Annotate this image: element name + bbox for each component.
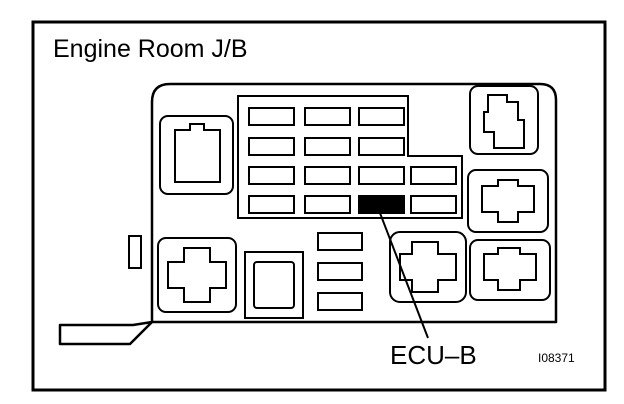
cross-relay-bottom-right [399, 241, 457, 293]
diagram-title: Engine Room J/B [53, 35, 248, 63]
junction-block-housing [58, 82, 558, 346]
fuse [248, 107, 295, 126]
relay-frame-bottom-right [389, 231, 467, 303]
fuse [248, 137, 295, 156]
relay-right-middle [481, 179, 535, 223]
relay-frame-right-lower [469, 239, 551, 301]
fuse [410, 195, 457, 214]
relay-top-right [483, 94, 525, 149]
fuse [248, 166, 295, 185]
callout-label-ecu-b: ECU–B [390, 340, 477, 370]
fuse [248, 195, 295, 214]
cross-relay-bottom-left [167, 247, 227, 303]
fuse-grid [248, 107, 457, 214]
mounting-tab [128, 235, 142, 269]
mini-fuse [317, 292, 363, 311]
fuse-section-outline [237, 95, 463, 219]
fuse [304, 137, 351, 156]
fuse [304, 195, 351, 214]
fuse [304, 166, 351, 185]
fuse [358, 166, 405, 185]
relay-frame-bottom-left [157, 237, 237, 313]
fuse [410, 166, 457, 185]
fuse [358, 107, 405, 126]
fuse-ecu-b-highlighted [358, 195, 405, 214]
relay-frame-top-left [159, 115, 234, 195]
relay-frame-right-middle [467, 169, 549, 233]
callout-leader-line [379, 212, 429, 339]
figure-id: I08371 [538, 351, 575, 365]
fuse [304, 107, 351, 126]
outer-frame [31, 20, 607, 392]
socket-frame-bottom-center [244, 251, 304, 319]
relay-frame-top-right [469, 85, 539, 155]
fuse [358, 137, 405, 156]
socket-bottom-center [253, 261, 295, 309]
mini-fuse [317, 232, 363, 251]
mini-fuse [317, 262, 363, 281]
relay-top-left [174, 123, 221, 183]
relay-right-lower [483, 247, 537, 291]
